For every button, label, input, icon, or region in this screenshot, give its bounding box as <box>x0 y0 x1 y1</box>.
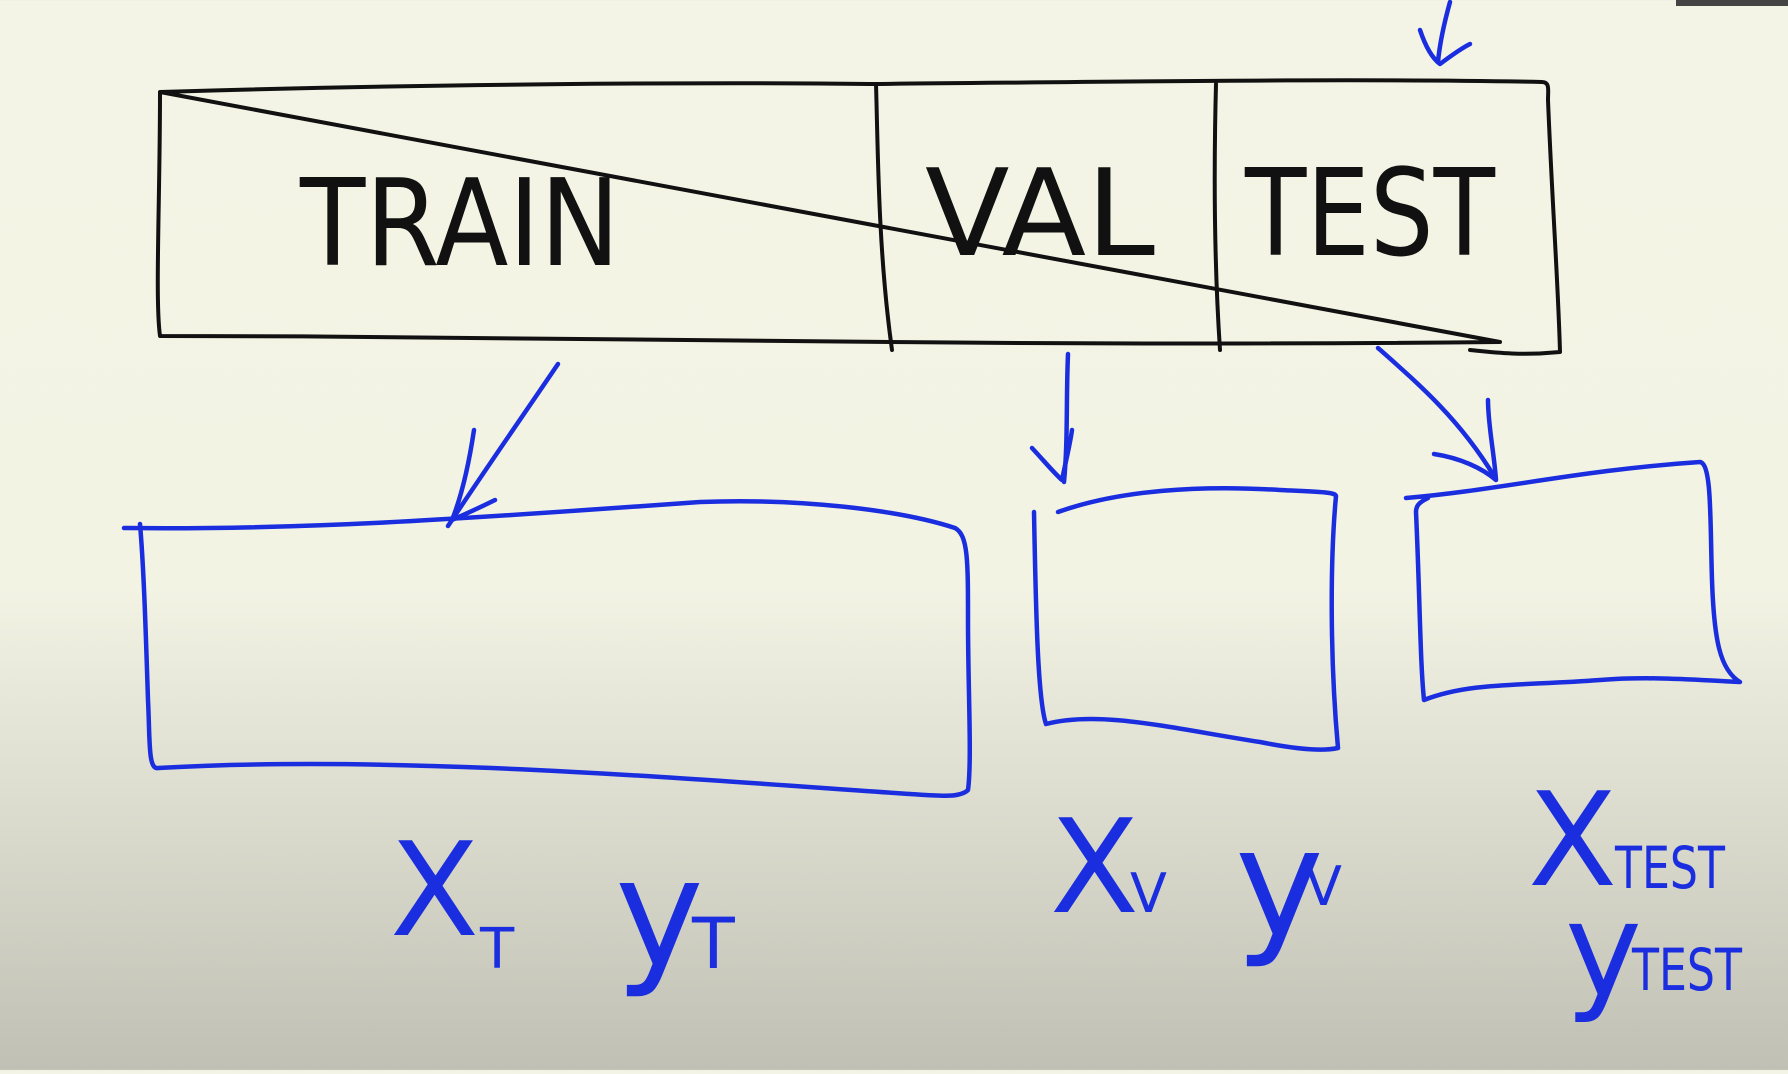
test-x-subscript: TEST <box>1614 834 1725 902</box>
test-split-box <box>1375 345 1743 703</box>
train-x-label: X <box>390 814 479 966</box>
val-y-subscript: V <box>1305 855 1342 918</box>
test-arrow-head-icon <box>1431 397 1499 483</box>
dataset-bar-divider-val <box>874 82 894 352</box>
train-y-label: y <box>615 827 704 1001</box>
test-box-outline <box>1403 459 1743 703</box>
train-x-subscript: T <box>479 917 515 982</box>
val-x-subscript: V <box>1130 862 1167 925</box>
segment-label-val: VAL <box>925 145 1155 284</box>
train-labels: X T y T <box>390 814 735 1001</box>
val-labels: X V y V <box>1050 791 1342 971</box>
train-box-outline <box>121 498 973 798</box>
dataset-bar <box>155 78 1562 356</box>
train-y-subscript: T <box>691 903 735 985</box>
test-labels: X TEST y TEST <box>1528 764 1742 1026</box>
test-y-subscript: TEST <box>1631 936 1742 1004</box>
test-y-label: y <box>1565 874 1642 1026</box>
val-y-label: y <box>1235 797 1324 971</box>
train-split-box <box>121 361 973 798</box>
segment-label-test: TEST <box>1244 145 1495 284</box>
train-arrow-icon <box>445 361 561 529</box>
val-box-outline <box>1031 485 1341 752</box>
val-x-label: X <box>1050 791 1139 943</box>
top-arrow-icon <box>1417 0 1473 67</box>
corner-bar <box>1676 0 1788 6</box>
segment-label-train: TRAIN <box>299 155 620 294</box>
dataset-bar-divider-test <box>1212 82 1222 352</box>
val-split-box <box>1029 351 1341 752</box>
test-x-label: X <box>1528 764 1617 916</box>
train-arrow-head-icon <box>449 427 498 523</box>
val-arrow-head-icon <box>1029 427 1075 483</box>
test-arrow-icon <box>1375 345 1497 479</box>
